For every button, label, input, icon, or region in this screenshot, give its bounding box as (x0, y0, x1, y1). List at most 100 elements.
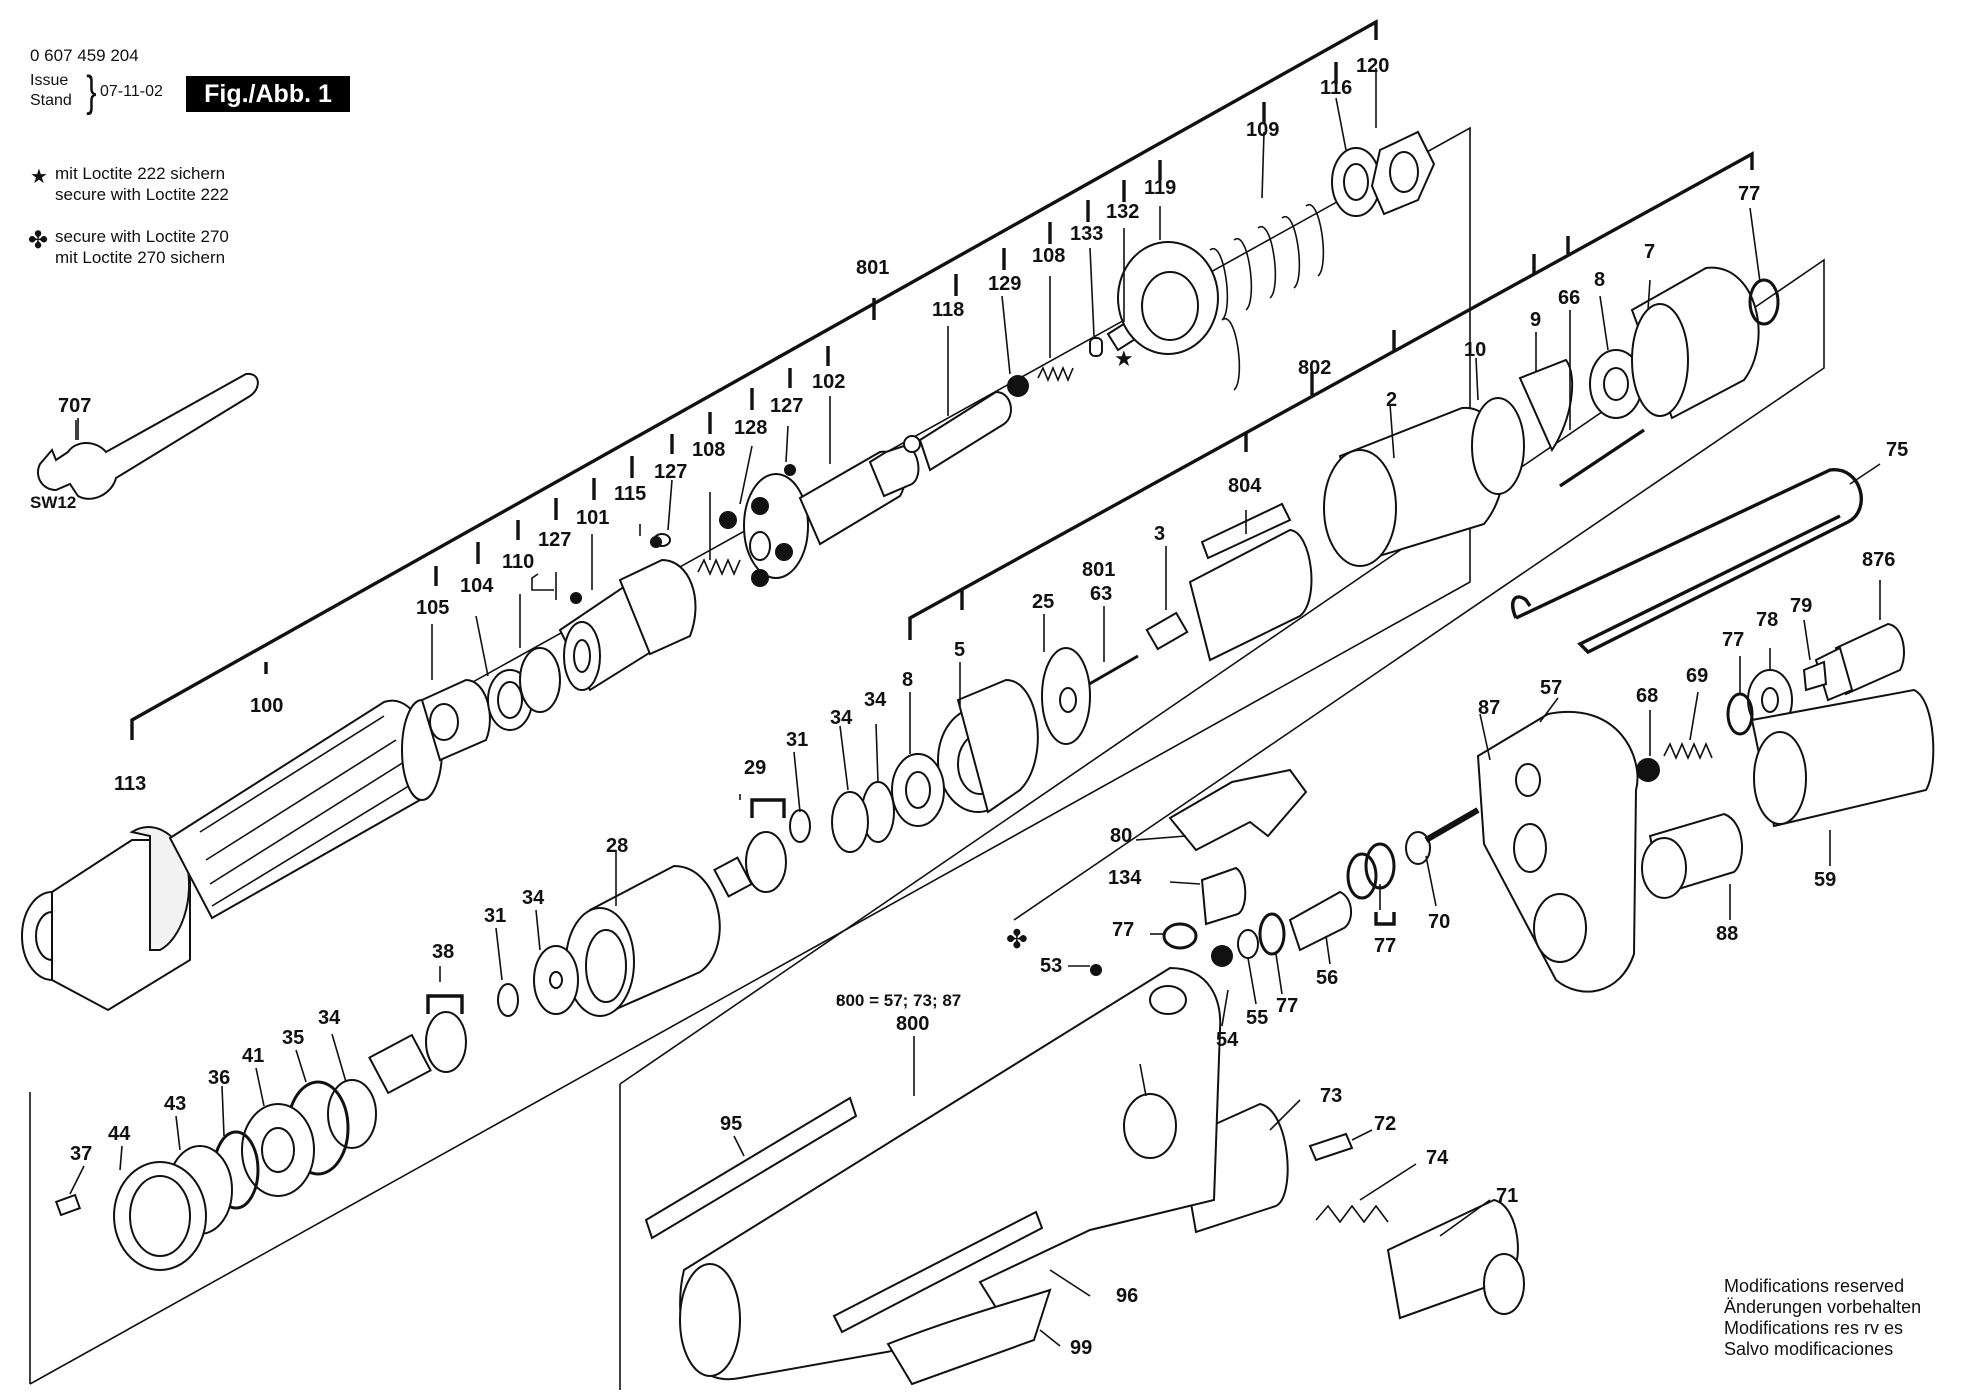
label-41: 41 (242, 1045, 264, 1067)
label-102: 102 (812, 371, 845, 393)
label-127c: 127 (770, 395, 803, 417)
label-134: 134 (1108, 867, 1142, 889)
label-34b: 34 (830, 707, 853, 729)
label-31a: 31 (786, 729, 808, 751)
label-5: 5 (954, 639, 965, 661)
wrench-707 (37, 372, 259, 500)
label-8a: 8 (1594, 269, 1605, 291)
label-7: 7 (1644, 241, 1655, 263)
label-127b: 127 (654, 461, 687, 483)
label-53: 53 (1040, 955, 1062, 977)
legend-1-line-2: secure with Loctite 222 (55, 185, 229, 204)
label-115: 115 (614, 483, 646, 505)
label-34d: 34 (318, 1007, 341, 1029)
label-78: 78 (1756, 609, 1778, 631)
label-113: 113 (114, 773, 146, 795)
label-37: 37 (70, 1143, 92, 1165)
label-66: 66 (1558, 287, 1580, 309)
label-133: 133 (1070, 223, 1103, 245)
label-87: 87 (1478, 697, 1500, 719)
label-sw12: SW12 (30, 493, 76, 512)
label-77a: 77 (1738, 183, 1760, 205)
label-69: 69 (1686, 665, 1708, 687)
label-28: 28 (606, 835, 628, 857)
label-35: 35 (282, 1027, 304, 1049)
label-70: 70 (1428, 911, 1450, 933)
star-icon: ★ (30, 166, 48, 188)
label-801-mid: 801 (1082, 559, 1115, 581)
label-95: 95 (720, 1113, 742, 1135)
label-77e: 77 (1374, 935, 1396, 957)
label-104: 104 (460, 575, 494, 597)
label-707: 707 (58, 395, 91, 417)
label-109: 109 (1246, 119, 1279, 141)
label-804: 804 (1228, 475, 1262, 497)
label-108b: 108 (1032, 245, 1065, 267)
label-74: 74 (1426, 1147, 1449, 1169)
label-55: 55 (1246, 1007, 1268, 1029)
label-34a: 34 (864, 689, 887, 711)
part-labels: 707 SW12 113 100 105 104 110 127 101 115… (30, 55, 1908, 1359)
label-101: 101 (576, 507, 609, 529)
middle-assembly-frame (619, 151, 1825, 1085)
label-77c: 77 (1112, 919, 1134, 941)
handle-parts (644, 468, 1935, 1386)
clover-marker-icon: ✤ (1006, 924, 1028, 954)
label-54: 54 (1216, 1029, 1239, 1051)
middle-assembly-parts (54, 266, 1780, 1271)
label-75: 75 (1886, 439, 1908, 461)
label-105: 105 (416, 597, 449, 619)
label-31b: 31 (484, 905, 506, 927)
label-118: 118 (932, 299, 964, 321)
label-36: 36 (208, 1067, 230, 1089)
label-9: 9 (1530, 309, 1541, 331)
upper-small-parts (420, 130, 1436, 762)
label-63: 63 (1090, 583, 1112, 605)
modifications-line-3: Modifications res rv es (1724, 1318, 1904, 1338)
label-80: 80 (1110, 825, 1132, 847)
label-25: 25 (1032, 591, 1054, 613)
label-802: 802 (1298, 357, 1331, 379)
legend-1-line-1: mit Loctite 222 sichern (55, 164, 226, 183)
set-note-800: 800 = 57; 73; 87 (836, 991, 961, 1010)
star-marker-icon: ★ (1114, 346, 1134, 371)
label-43: 43 (164, 1093, 186, 1115)
clover-icon: ✤ (28, 227, 49, 254)
label-77b: 77 (1722, 629, 1744, 651)
label-876: 876 (1862, 549, 1895, 571)
label-129: 129 (988, 273, 1021, 295)
stand-label: Stand (30, 92, 72, 109)
housing-frame (29, 1084, 621, 1390)
label-44: 44 (108, 1123, 131, 1145)
label-79: 79 (1790, 595, 1812, 617)
svg-text:•: • (836, 991, 841, 1007)
label-29: 29 (744, 757, 766, 779)
label-116: 116 (1320, 77, 1352, 99)
label-127a: 127 (538, 529, 571, 551)
label-800: 800 (896, 1013, 929, 1035)
label-34c: 34 (522, 887, 545, 909)
part-number: 0 607 459 204 (30, 46, 139, 65)
label-73: 73 (1320, 1085, 1342, 1107)
issue-date: 07-11-02 (100, 83, 163, 100)
label-8b: 8 (902, 669, 913, 691)
label-96: 96 (1116, 1285, 1138, 1307)
label-77d: 77 (1276, 995, 1298, 1017)
label-132: 132 (1106, 201, 1139, 223)
nose-chuck-100 (21, 699, 443, 1012)
label-57: 57 (1540, 677, 1562, 699)
label-2: 2 (1386, 389, 1397, 411)
label-100: 100 (250, 695, 283, 717)
modifications-note: Modifications reserved Änderungen vorbeh… (1724, 1276, 1921, 1360)
label-119: 119 (1144, 177, 1176, 199)
label-801-top: 801 (856, 257, 889, 279)
legend-2-line-2: mit Loctite 270 sichern (55, 248, 226, 267)
brace-glyph: } (86, 67, 97, 116)
label-10: 10 (1464, 339, 1486, 361)
label-88: 88 (1716, 923, 1738, 945)
label-128: 128 (734, 417, 767, 439)
modifications-line-2: Änderungen vorbehalten (1724, 1297, 1922, 1317)
label-99: 99 (1070, 1337, 1092, 1359)
